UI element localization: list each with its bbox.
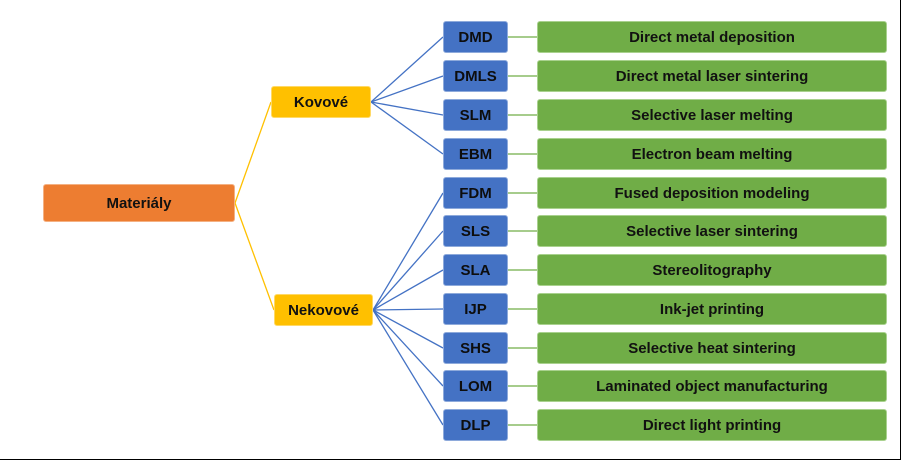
method-abbr-label: SLS (460, 222, 491, 240)
category-to-method-connector (372, 269, 444, 311)
category-to-method-connector (372, 192, 444, 311)
method-abbr-label: LOM (458, 377, 493, 395)
method-description-label: Selective laser sintering (626, 222, 798, 240)
method-description-node: Ink-jet printing (537, 293, 887, 325)
method-description-label: Direct metal deposition (629, 28, 795, 46)
method-abbr-node: SHS (443, 332, 508, 364)
method-abbr-node: FDM (443, 177, 508, 209)
method-description-node: Selective heat sintering (537, 332, 887, 364)
method-description-node: Direct metal laser sintering (537, 60, 887, 92)
method-abbr-label: SHS (460, 339, 491, 357)
method-abbr-label: SLA (460, 261, 491, 279)
method-abbr-label: FDM (459, 184, 492, 202)
category-to-method-connector (372, 309, 444, 387)
category-node-nekovove: Nekovové (274, 294, 373, 326)
method-description-node: Direct metal deposition (537, 21, 887, 53)
method-abbr-label: DMLS (454, 67, 497, 85)
method-description-label: Stereolitography (652, 261, 772, 279)
method-abbr-node: IJP (443, 293, 508, 325)
root-to-category-connector (234, 202, 275, 311)
method-description-label: Electron beam melting (631, 145, 793, 163)
category-node-kovove: Kovové (271, 86, 371, 118)
method-abbr-node: SLA (443, 254, 508, 286)
method-description-label: Direct metal laser sintering (615, 67, 809, 85)
method-description-label: Selective heat sintering (628, 339, 796, 357)
method-description-label: Selective laser melting (631, 106, 793, 124)
method-description-label: Laminated object manufacturing (596, 377, 828, 395)
method-description-label: Direct light printing (642, 416, 782, 434)
method-abbr-node: SLS (443, 215, 508, 247)
method-abbr-label: DLP (460, 416, 491, 434)
method-description-label: Ink-jet printing (659, 300, 765, 318)
category-node-label: Kovové (293, 93, 349, 111)
method-description-label: Fused deposition modeling (614, 184, 810, 202)
method-abbr-node: EBM (443, 138, 508, 170)
method-abbr-node: LOM (443, 370, 508, 402)
category-node-label: Nekovové (288, 301, 359, 319)
category-to-method-connector (370, 101, 444, 155)
root-node-materialy: Materiály (43, 184, 235, 222)
method-description-node: Direct light printing (537, 409, 887, 441)
method-abbr-node: SLM (443, 99, 508, 131)
category-to-method-connector (370, 36, 444, 103)
method-description-node: Laminated object manufacturing (537, 370, 887, 402)
category-to-method-connector (372, 230, 444, 311)
method-abbr-label: IJP (464, 300, 487, 318)
category-to-method-connector (372, 309, 444, 426)
category-to-method-connector (370, 75, 444, 103)
method-description-node: Fused deposition modeling (537, 177, 887, 209)
category-to-method-connector (372, 308, 444, 311)
method-abbr-node: DMLS (443, 60, 508, 92)
root-node-label: Materiály (106, 194, 172, 212)
method-abbr-label: EBM (458, 145, 493, 163)
method-abbr-label: SLM (459, 106, 492, 124)
method-description-node: Stereolitography (537, 254, 887, 286)
root-to-category-connector (234, 101, 272, 204)
method-abbr-label: DMD (458, 28, 493, 46)
method-abbr-node: DMD (443, 21, 508, 53)
category-to-method-connector (370, 101, 444, 116)
method-description-node: Selective laser melting (537, 99, 887, 131)
method-abbr-node: DLP (443, 409, 508, 441)
method-description-node: Electron beam melting (537, 138, 887, 170)
method-description-node: Selective laser sintering (537, 215, 887, 247)
category-to-method-connector (372, 309, 444, 349)
